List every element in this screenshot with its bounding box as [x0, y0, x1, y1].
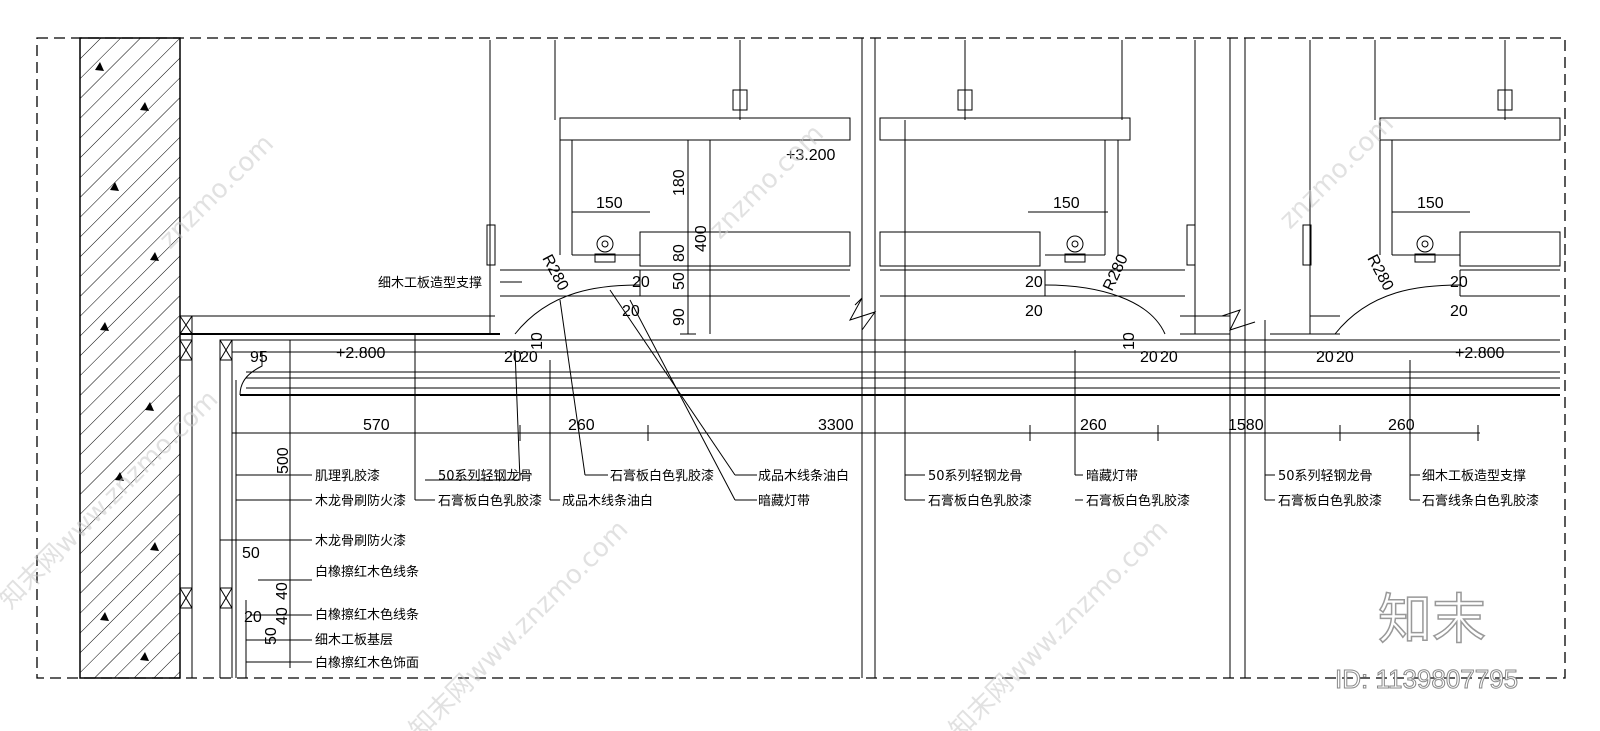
dim-1580: 1580 [1228, 417, 1264, 434]
dim-20-10: 20 [1450, 303, 1468, 320]
label-m4: 石膏板白色乳胶漆 [1086, 493, 1190, 509]
watermarks: znzmo.com znzmo.com 知末网www.znzmo.com 知末网… [0, 109, 1400, 731]
dim-20-6: 20 [1025, 303, 1043, 320]
dim-95: 95 [250, 349, 268, 366]
dim-20-4: 20 [520, 349, 538, 366]
watermark-2: znzmo.com [704, 119, 830, 245]
radius-3: R280 [1363, 252, 1396, 294]
radius-1: R280 [538, 252, 571, 294]
label-l1: 肌理乳胶漆 [315, 468, 380, 484]
label-m2: 石膏板白色乳胶漆 [928, 493, 1032, 509]
break-lines [848, 38, 1256, 678]
ceiling-box-2 [879, 40, 1230, 335]
vertical-dimension-chain [289, 139, 1470, 668]
logo-text: 知末 [1378, 588, 1486, 651]
dim-180: 180 [671, 169, 688, 196]
level-3200: +3.200 [786, 147, 835, 164]
label-l3: 石膏板白色乳胶漆 [610, 468, 714, 484]
dim-10-b: 10 [1121, 332, 1138, 350]
label-r2: 石膏板白色乳胶漆 [1278, 493, 1382, 509]
label-l7: 成品木线条油白 [562, 493, 653, 509]
label-m1: 50系列轻钢龙骨 [928, 469, 1023, 484]
ceiling-board [180, 315, 1560, 396]
dim-260-a: 260 [568, 417, 595, 434]
label-r4: 石膏线条白色乳胶漆 [1422, 493, 1539, 509]
dim-20-2: 20 [622, 303, 640, 320]
dim-10-a: 10 [529, 332, 546, 350]
dimension-texts: 570 260 3300 260 1580 260 180 400 80 50 … [242, 147, 1504, 645]
label-r1: 50系列轻钢龙骨 [1278, 469, 1373, 484]
concrete-wall [79, 37, 181, 679]
label-l10: 白橡擦红木色线条 [315, 564, 419, 580]
watermark-5: 知末网www.znzmo.com [944, 514, 1175, 731]
label-l4: 成品木线条油白 [758, 468, 849, 484]
dim-20-3: 20 [504, 349, 522, 366]
watermark-6: znzmo.com [1274, 109, 1400, 235]
label-l12: 细木工板基层 [315, 633, 393, 648]
label-l13: 白橡擦红木色饰面 [315, 655, 419, 671]
level-2800-left: +2.800 [336, 345, 385, 362]
label-l9: 木龙骨刷防火漆 [315, 533, 406, 549]
dim-260-b: 260 [1080, 417, 1107, 434]
dim-40-a: 40 [274, 582, 291, 600]
level-2800-right: +2.800 [1455, 345, 1504, 362]
dim-90: 90 [671, 308, 688, 326]
logo-id: ID: 1139807795 [1335, 664, 1518, 694]
ceiling-box-1 [486, 40, 851, 335]
dim-150-a: 150 [596, 195, 623, 212]
dim-20-8: 20 [1160, 349, 1178, 366]
dim-20-12: 20 [1336, 349, 1354, 366]
dim-3300: 3300 [818, 417, 854, 434]
dim-80: 80 [671, 244, 688, 262]
bottom-dimension-line [231, 425, 1480, 441]
ceiling-box-3 [1270, 40, 1561, 335]
dim-150-b: 150 [1053, 195, 1080, 212]
dim-20-7: 20 [1140, 349, 1158, 366]
radius-2: R280 [1100, 252, 1132, 294]
dim-20-5: 20 [1025, 274, 1043, 291]
label-l11: 白橡擦红木色线条 [315, 607, 419, 623]
dim-570: 570 [363, 417, 390, 434]
label-m3: 暗藏灯带 [1086, 469, 1138, 484]
brand-logo: 知末 ID: 1139807795 [1335, 587, 1519, 694]
dim-50-b: 50 [263, 627, 280, 645]
label-l8: 暗藏灯带 [758, 494, 810, 509]
drawing-frame [36, 37, 1566, 679]
dim-20-left: 20 [244, 609, 262, 626]
label-l6: 石膏板白色乳胶漆 [438, 493, 542, 509]
dim-40-b: 40 [274, 607, 291, 625]
wood-frame [179, 315, 247, 678]
dim-20-1: 20 [632, 274, 650, 291]
dim-400: 400 [693, 225, 710, 252]
label-l2: 50系列轻钢龙骨 [438, 469, 533, 484]
dim-50-a: 50 [242, 545, 260, 562]
dim-500: 500 [275, 447, 292, 474]
label-l5: 木龙骨刷防火漆 [315, 493, 406, 509]
dim-20-11: 20 [1316, 349, 1334, 366]
leader-lines [220, 120, 1420, 663]
label-support-left: 细木工板造型支撑 [378, 276, 482, 291]
annotation-labels: 细木工板造型支撑 肌理乳胶漆 50系列轻钢龙骨 石膏板白色乳胶漆 成品木线条油白… [315, 276, 1539, 671]
watermark-4: 知末网www.znzmo.com [404, 514, 635, 731]
dim-50: 50 [671, 272, 688, 290]
dim-150-c: 150 [1417, 195, 1444, 212]
dim-260-c: 260 [1388, 417, 1415, 434]
dim-20-9: 20 [1450, 274, 1468, 291]
label-r3: 细木工板造型支撑 [1422, 469, 1526, 484]
